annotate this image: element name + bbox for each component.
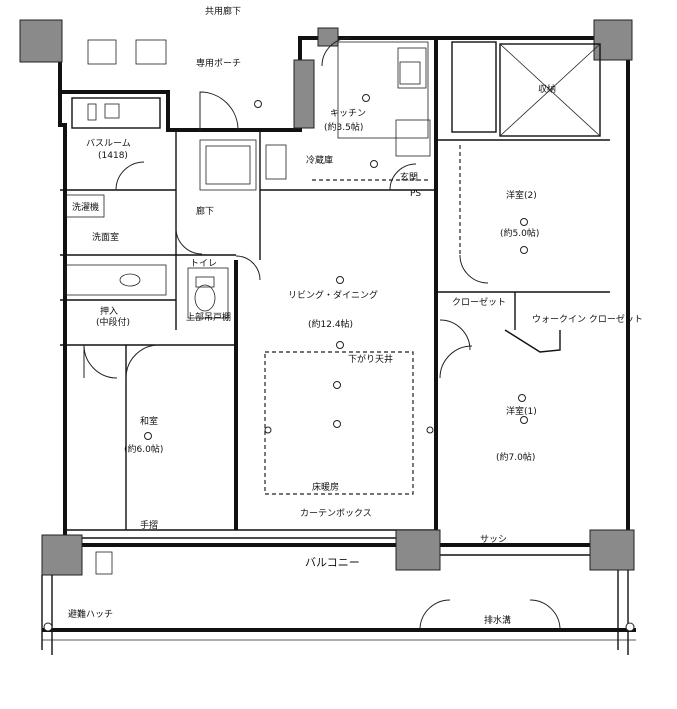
label-western-room-1-size: (約7.0帖) (496, 451, 535, 463)
label-fire-escape: 避難ハッチ (68, 608, 113, 620)
label-corridor: 廊下 (196, 205, 214, 217)
door-swings (83, 37, 489, 379)
label-pipe-space: PS (410, 189, 421, 199)
label-storage: 押入 (100, 305, 118, 317)
label-japanese-room: 和室 (140, 415, 158, 427)
label-kitchen: キッチン (330, 108, 366, 119)
floor-heating-area (264, 351, 414, 495)
closet-lines (312, 145, 561, 353)
label-sash: サッシ (480, 534, 507, 545)
label-washroom: 洗面室 (92, 231, 119, 243)
label-living-dining: リビング・ダイニング (288, 289, 378, 301)
label-storage-sub: (中段付) (96, 316, 130, 328)
label-balcony: バルコニー (305, 556, 360, 569)
label-bathroom: バスルーム (86, 138, 131, 149)
label-common-corridor: 共用廊下 (205, 5, 241, 17)
label-japanese-room-size: (約6.0帖) (124, 443, 163, 455)
balcony-area (41, 551, 636, 655)
toilet-fixture (187, 267, 229, 319)
top-right-storage (451, 41, 601, 137)
label-drainage: 排水溝 (484, 614, 511, 626)
kitchen-fixtures (199, 41, 431, 191)
label-floor-heating: 床暖房 (312, 481, 339, 493)
label-western-room-1: 洋室(1) (506, 405, 537, 417)
label-western-room-2: 洋室(2) (506, 189, 537, 201)
label-walkin-closet: ウォークイン クローゼット (532, 313, 643, 325)
label-toilet: トイレ (190, 259, 217, 269)
label-alcove: 専用ポーチ (196, 57, 241, 69)
label-upper-cabinet: 上部吊戸棚 (186, 311, 231, 323)
label-laundry: 洗濯機 (72, 201, 99, 213)
label-kitchen-size: (約3.5帖) (324, 121, 363, 133)
label-handrail: 手摺 (140, 519, 158, 531)
label-storage-top: 収納 (538, 83, 556, 95)
label-entrance-mark: 玄関 (400, 171, 418, 183)
label-refrigerator: 冷蔵庫 (306, 154, 333, 166)
ceiling-lights (144, 94, 528, 440)
label-curtain-box: カーテンボックス (300, 508, 372, 519)
label-living-dining-size: (約12.4帖) (308, 318, 353, 330)
label-ceiling-lower: 下がり天井 (348, 353, 393, 365)
label-western-room-2-size: (約5.0帖) (500, 227, 539, 239)
label-bathroom-size: (1418) (98, 151, 128, 161)
bath-fixtures (65, 39, 167, 296)
label-closet: クローゼット (452, 296, 506, 308)
